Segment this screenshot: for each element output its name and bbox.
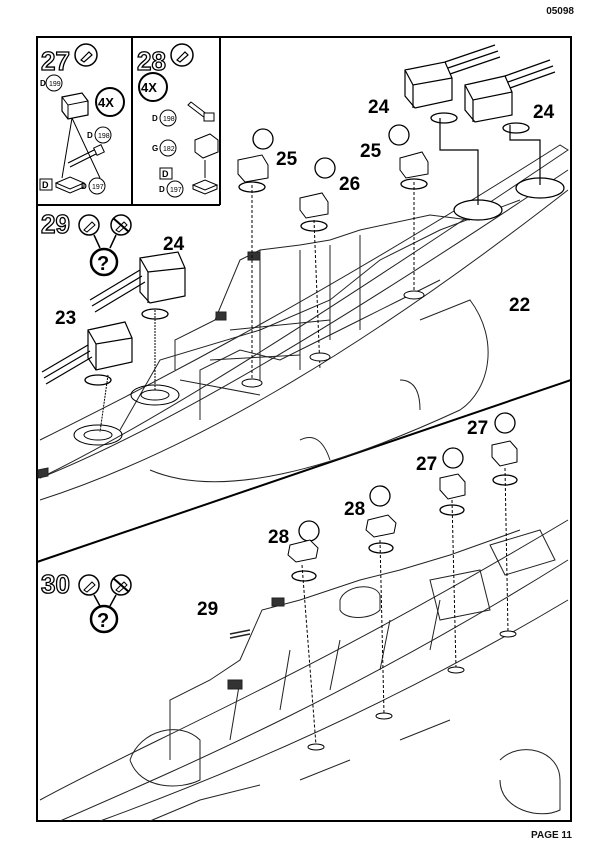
lower-ship-drawing <box>39 519 569 822</box>
svg-text:?: ? <box>97 253 109 275</box>
glue-icon <box>170 43 194 67</box>
svg-text:199: 199 <box>49 81 61 88</box>
callout-28-right: 28 <box>344 499 365 520</box>
callout-29: 29 <box>197 599 218 620</box>
step-27-number: 27 <box>41 46 70 76</box>
no-glue-icon <box>110 214 132 236</box>
rotation-arrows-upper <box>84 112 530 386</box>
glue-icon <box>78 574 100 596</box>
svg-text:D: D <box>81 182 87 191</box>
callout-25-right: 25 <box>360 141 382 162</box>
svg-text:198: 198 <box>163 116 175 123</box>
upper-ship-drawing <box>37 144 569 501</box>
mounts-27-28 <box>287 440 518 751</box>
turret-24-right-pair <box>404 44 565 221</box>
marker-d-box: D <box>159 167 173 180</box>
product-code: 05098 <box>546 6 574 17</box>
svg-text:D: D <box>152 114 158 123</box>
svg-text:197: 197 <box>170 187 182 194</box>
svg-text:D: D <box>40 79 46 88</box>
callout-27-right: 27 <box>467 418 488 439</box>
part-number-d198: D 198 <box>152 109 177 127</box>
svg-text:D: D <box>159 185 165 194</box>
callout-24-mid: 24 <box>163 234 185 255</box>
question-icon: ? <box>89 604 119 634</box>
turret-23 <box>41 321 133 385</box>
step-27-box: 27 D 199 4X D 198 <box>39 43 125 195</box>
part-number-d199: D 199 <box>40 74 63 92</box>
turret-24-left <box>89 251 186 313</box>
svg-text:182: 182 <box>163 146 175 153</box>
callout-labels: 24 24 25 26 25 22 24 23 27 27 28 28 29 <box>55 97 555 620</box>
step-28-number: 28 <box>137 46 166 76</box>
rotate-hint-icons <box>252 124 516 542</box>
gun-part <box>187 101 215 122</box>
turret-mount-rings <box>73 310 180 446</box>
step-30-number: 30 <box>41 569 70 599</box>
panel-frame <box>36 36 572 822</box>
base-part <box>54 176 86 194</box>
svg-text:D: D <box>87 131 93 140</box>
question-icon: ? <box>89 247 119 277</box>
marker-d-box: D <box>39 178 53 191</box>
glue-icon <box>78 214 100 236</box>
barrel-part <box>67 144 105 168</box>
base-part <box>191 179 219 195</box>
callout-28-left: 28 <box>268 527 289 548</box>
callout-24-top-left: 24 <box>368 97 390 118</box>
page-label: PAGE 11 <box>531 830 572 841</box>
svg-text:D: D <box>162 169 169 179</box>
svg-text:G: G <box>152 144 158 153</box>
part-number-d197: D 197 <box>81 177 106 195</box>
callout-24-top-right: 24 <box>533 102 555 123</box>
mount-part <box>194 133 219 159</box>
small-turrets-25-26 <box>237 151 429 388</box>
callout-27-left: 27 <box>416 454 437 475</box>
step-30-header: 30 ? <box>40 568 132 634</box>
part-number-d197: D 197 <box>159 180 184 198</box>
turret-part <box>61 92 89 120</box>
step-28-box: 28 4X D 198 G 182 D <box>136 43 219 198</box>
svg-text:4X: 4X <box>141 80 157 95</box>
part-number-g182: G 182 <box>152 139 177 157</box>
glue-icon <box>74 43 98 67</box>
no-glue-icon <box>110 574 132 596</box>
svg-text:198: 198 <box>98 133 110 140</box>
step-29-number: 29 <box>41 209 70 239</box>
callout-26: 26 <box>339 174 360 195</box>
svg-text:?: ? <box>97 610 109 632</box>
multiplier-4x: 4X <box>95 87 125 117</box>
step-29-header: 29 ? <box>40 208 132 277</box>
multiplier-4x: 4X <box>138 72 168 102</box>
svg-text:197: 197 <box>92 184 104 191</box>
svg-text:4X: 4X <box>98 95 114 110</box>
rotation-arrows-lower <box>291 474 518 582</box>
callout-22: 22 <box>509 295 530 316</box>
callout-23: 23 <box>55 308 76 329</box>
svg-text:D: D <box>42 180 49 190</box>
callout-25-left: 25 <box>276 149 298 170</box>
part-number-d198: D 198 <box>87 126 112 144</box>
